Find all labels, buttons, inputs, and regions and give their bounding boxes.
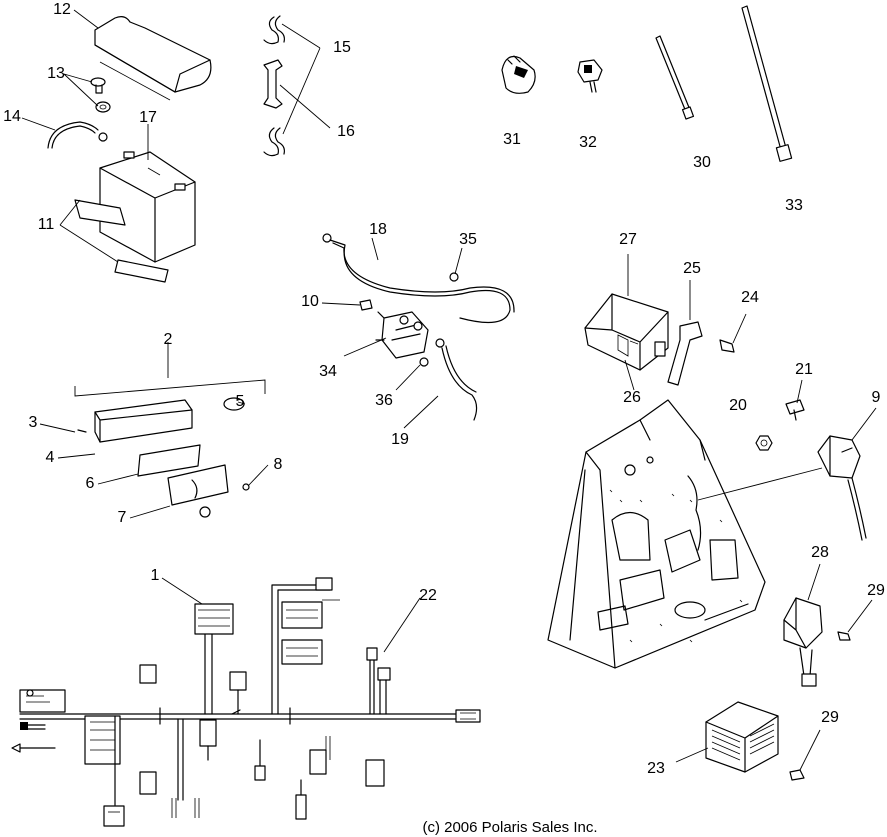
callout-27: 27 <box>619 231 637 248</box>
callout-7: 7 <box>118 509 127 526</box>
part-bracket-25 <box>667 321 703 386</box>
callout-28: 28 <box>811 544 829 561</box>
part-hold-down-clips <box>263 15 285 157</box>
callout-24: 24 <box>741 289 759 306</box>
callout-8: 8 <box>274 456 283 473</box>
callout-29-lower: 29 <box>821 709 839 726</box>
callout-15: 15 <box>333 39 351 56</box>
part-wiring-harness <box>11 577 481 827</box>
callout-34: 34 <box>319 363 337 380</box>
callout-12: 12 <box>53 1 71 18</box>
part-bolt-10 <box>359 299 373 311</box>
callout-20: 20 <box>729 397 747 414</box>
copyright-notice: (c) 2006 Polaris Sales Inc. <box>422 819 597 836</box>
callout-21: 21 <box>795 361 813 378</box>
callout-29-upper: 29 <box>867 582 885 599</box>
callout-11: 11 <box>38 216 55 233</box>
callout-16: 16 <box>337 123 355 140</box>
callout-33: 33 <box>785 197 803 214</box>
part-battery-cable <box>47 121 108 149</box>
callout-32: 32 <box>579 134 597 151</box>
part-ignition-switch <box>817 435 867 541</box>
callout-9: 9 <box>872 389 881 406</box>
callout-2: 2 <box>164 331 173 348</box>
callout-10: 10 <box>301 293 319 310</box>
part-solenoid <box>375 311 429 359</box>
callout-labels: 12 13 14 17 15 16 11 2 3 5 4 8 6 7 1 22 … <box>3 1 885 777</box>
part-control-module <box>584 293 669 371</box>
part-relay-28 <box>783 597 823 687</box>
callout-6: 6 <box>86 475 95 492</box>
callout-25: 25 <box>683 260 701 277</box>
part-battery <box>99 151 196 263</box>
callout-3: 3 <box>29 414 38 431</box>
callout-35: 35 <box>459 231 477 248</box>
callout-4: 4 <box>46 449 55 466</box>
part-screw-29-lower <box>789 769 805 781</box>
part-cable-tie-30 <box>655 35 695 120</box>
part-cable-tie-33 <box>741 5 793 162</box>
callout-31: 31 <box>503 131 521 148</box>
part-screw-washer <box>90 77 111 113</box>
leader-lines <box>21 9 877 771</box>
callout-23: 23 <box>647 760 665 777</box>
callout-18: 18 <box>369 221 387 238</box>
callout-30: 30 <box>693 154 711 171</box>
part-connector-31 <box>501 55 536 94</box>
part-bolt-21 <box>785 399 805 421</box>
callout-36: 36 <box>375 392 393 409</box>
part-mounting-plate <box>547 399 766 669</box>
callout-19: 19 <box>391 431 409 448</box>
part-nut-36 <box>419 357 429 367</box>
callout-5: 5 <box>236 393 245 410</box>
part-battery-pads <box>74 199 169 283</box>
callout-22: 22 <box>419 587 437 604</box>
part-nut-35 <box>449 272 459 282</box>
part-battery-cover-pad <box>94 16 212 101</box>
part-cable-18 <box>322 233 515 324</box>
callout-26: 26 <box>623 389 641 406</box>
part-hold-down-strap <box>263 59 283 109</box>
part-cable-19 <box>435 338 478 421</box>
part-fuse-box-assembly <box>77 397 250 518</box>
callout-17: 17 <box>139 109 157 126</box>
part-screw-24 <box>719 339 735 353</box>
callout-13: 13 <box>47 65 65 82</box>
callout-1: 1 <box>151 567 160 584</box>
part-screw-29-upper <box>837 631 851 641</box>
part-nut-20 <box>755 435 773 451</box>
callout-14: 14 <box>3 108 21 125</box>
part-switch-32 <box>577 59 603 93</box>
part-regulator-23 <box>705 701 779 773</box>
